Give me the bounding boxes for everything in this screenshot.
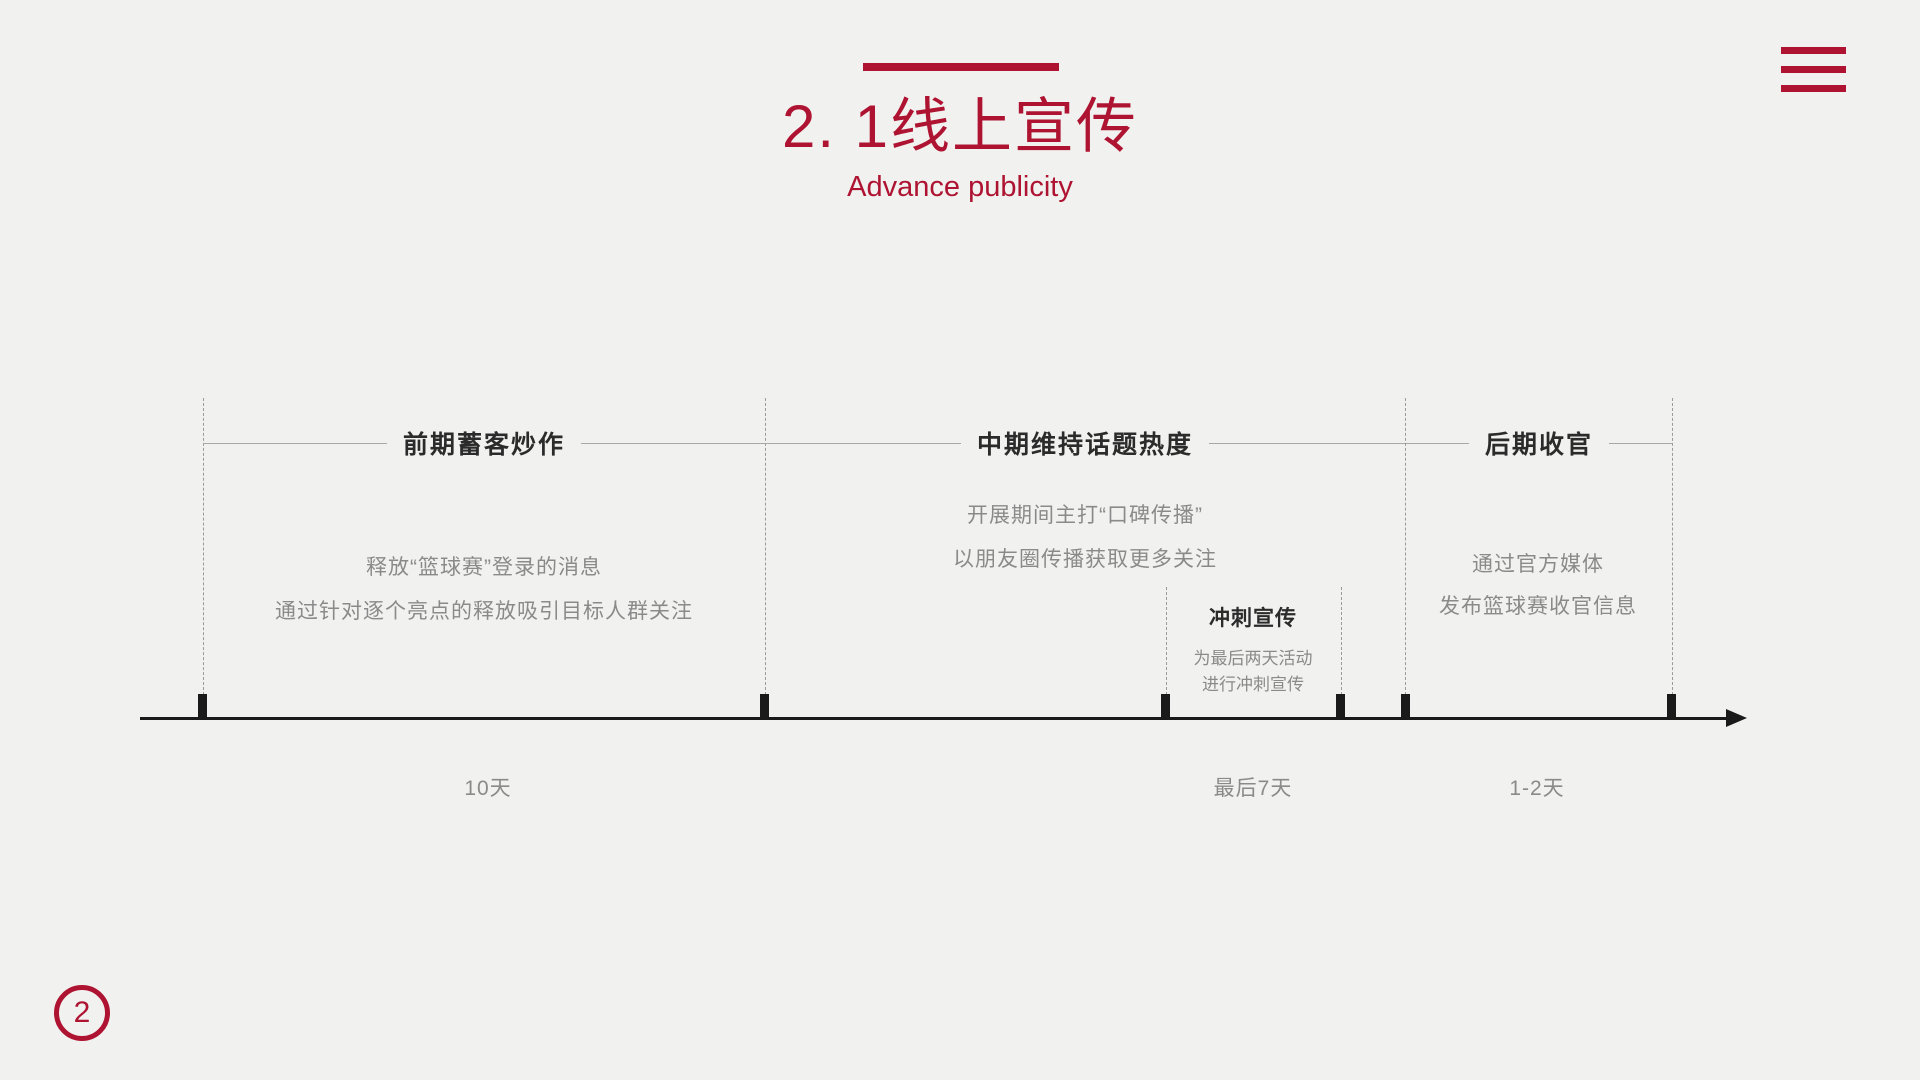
duration-label-late: 1-2天 bbox=[1509, 777, 1565, 800]
phase-body-late: 通过官方媒体 发布篮球赛收官信息 bbox=[1388, 544, 1688, 628]
timeline-axis bbox=[140, 717, 1732, 720]
title-accent-bar bbox=[863, 63, 1059, 71]
phase-header-middle: 中期维持话题热度 bbox=[765, 424, 1406, 462]
timeline-arrow-icon bbox=[1726, 709, 1747, 727]
sprint-body-line: 为最后两天活动 bbox=[1193, 649, 1313, 668]
phase-title: 中期维持话题热度 bbox=[977, 431, 1194, 459]
phase-title: 后期收官 bbox=[1485, 431, 1594, 459]
timeline-tick bbox=[198, 694, 207, 719]
hamburger-menu-icon[interactable] bbox=[1781, 47, 1846, 93]
phase-header-early: 前期蓄客炒作 bbox=[203, 424, 766, 462]
hamburger-bar bbox=[1781, 85, 1846, 92]
timeline-tick bbox=[760, 694, 769, 719]
header-line bbox=[203, 442, 387, 444]
phase-header-late: 后期收官 bbox=[1406, 424, 1673, 462]
sprint-title: 冲刺宣传 bbox=[1209, 607, 1297, 630]
timeline-tick bbox=[1161, 694, 1170, 719]
phase-body-line: 通过官方媒体 bbox=[1472, 553, 1604, 576]
sprint-boundary-line bbox=[1341, 587, 1342, 695]
timeline-tick bbox=[1336, 694, 1345, 719]
phase-boundary-line bbox=[1672, 398, 1673, 695]
page-number-badge: 2 bbox=[54, 985, 110, 1041]
phase-body-line: 释放“篮球赛”登录的消息 bbox=[366, 556, 602, 579]
phase-boundary-line bbox=[765, 398, 766, 695]
header-line bbox=[1209, 442, 1406, 444]
header-line bbox=[765, 442, 961, 444]
hamburger-bar bbox=[1781, 47, 1846, 54]
page-subtitle: Advance publicity bbox=[847, 171, 1073, 203]
phase-boundary-line bbox=[1405, 398, 1406, 695]
sprint-body-line: 进行冲刺宣传 bbox=[1202, 675, 1304, 694]
phase-body-line: 以朋友圈传播获取更多关注 bbox=[953, 548, 1217, 571]
phase-body-line: 开展期间主打“口碑传播” bbox=[967, 504, 1203, 527]
phase-body-early: 释放“篮球赛”登录的消息 通过针对逐个亮点的释放吸引目标人群关注 bbox=[184, 546, 784, 634]
page-number: 2 bbox=[73, 996, 91, 1029]
duration-label-sprint: 最后7天 bbox=[1213, 777, 1293, 800]
sprint-block: 冲刺宣传 为最后两天活动 进行冲刺宣传 bbox=[1153, 602, 1353, 698]
sprint-boundary-line bbox=[1166, 587, 1167, 695]
phase-body-middle: 开展期间主打“口碑传播” 以朋友圈传播获取更多关注 bbox=[885, 494, 1285, 582]
phase-boundary-line bbox=[203, 398, 204, 695]
phase-body-line: 通过针对逐个亮点的释放吸引目标人群关注 bbox=[275, 600, 693, 623]
header-line bbox=[1609, 442, 1673, 444]
timeline-tick bbox=[1401, 694, 1410, 719]
header-line bbox=[581, 442, 766, 444]
duration-label-early: 10天 bbox=[464, 777, 512, 800]
page-title: 2. 1线上宣传 bbox=[781, 93, 1139, 160]
hamburger-bar bbox=[1781, 66, 1846, 73]
header-line bbox=[1406, 442, 1469, 444]
phase-title: 前期蓄客炒作 bbox=[403, 431, 566, 459]
timeline-tick bbox=[1667, 694, 1676, 719]
phase-body-line: 发布篮球赛收官信息 bbox=[1439, 595, 1637, 618]
